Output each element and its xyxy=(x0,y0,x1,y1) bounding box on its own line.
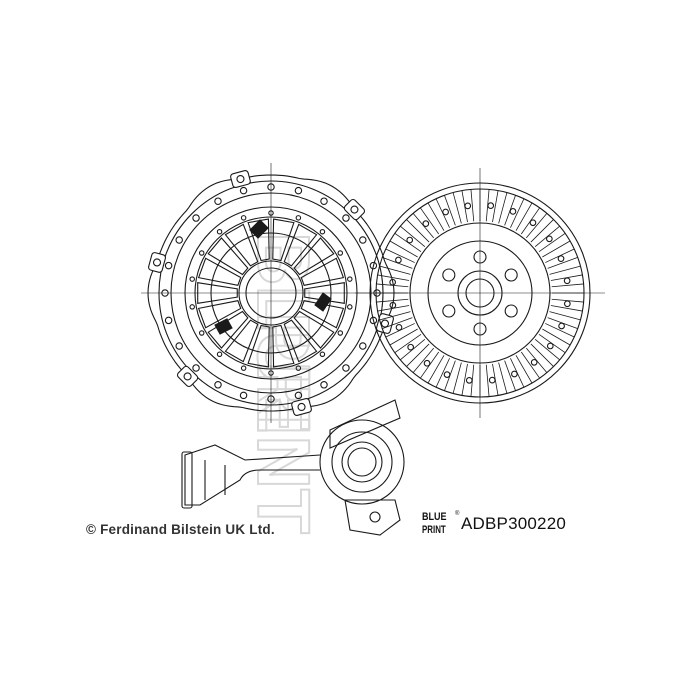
part-number: ADBP300220 xyxy=(461,514,567,533)
watermark-line-2: PRINT xyxy=(242,312,325,534)
brand-logo: BLUE PRINT ® xyxy=(422,511,460,547)
release-bearing xyxy=(181,399,405,536)
logo-line-2: PRINT xyxy=(422,524,446,536)
copyright-text: © Ferdinand Bilstein UK Ltd. xyxy=(86,522,275,537)
logo-registered-mark: ® xyxy=(455,511,460,517)
clutch-disc xyxy=(355,168,605,418)
logo-line-1: BLUE xyxy=(422,511,447,523)
